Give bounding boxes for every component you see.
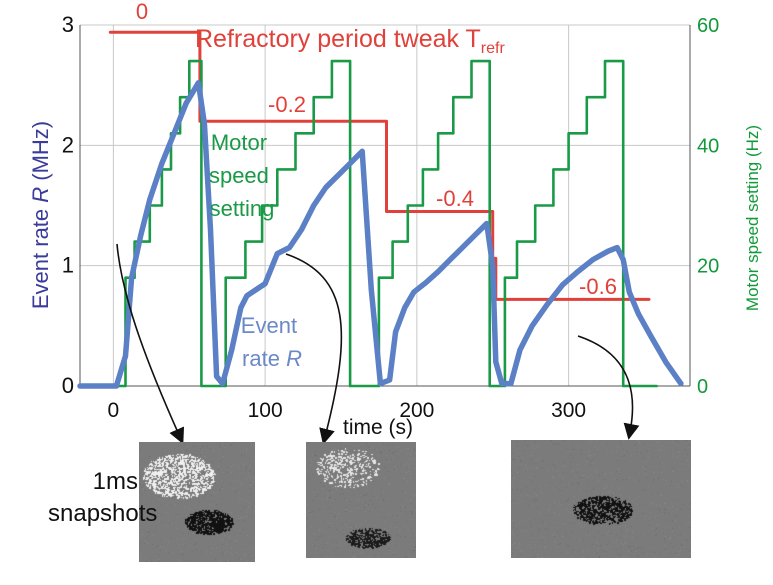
arrow-to-snapshot-2: [285, 253, 343, 445]
y-right-tick-3: 60: [697, 15, 719, 37]
y-left-tick-3: 3: [62, 12, 74, 37]
snapshot-3: [511, 440, 691, 558]
y-left-label-var: R: [28, 187, 53, 203]
arrow-to-snapshot-3: [577, 335, 640, 440]
y-left-label-suffix: (MHz): [28, 121, 53, 187]
x-tick-1: 100: [248, 399, 283, 422]
y-axis-right-label: Motor speed setting (Hz): [743, 125, 762, 311]
axes: [79, 25, 691, 387]
series-2: [77, 80, 684, 389]
series-1: [104, 59, 658, 388]
series-group: [77, 30, 684, 389]
motor-speed-line-3: setting: [210, 196, 275, 221]
y-right-tick-2: 40: [697, 135, 719, 157]
y-left-tick-2: 2: [62, 132, 74, 157]
event-rate-line-1: Event: [241, 313, 297, 338]
event-rate-line-2: rate R: [242, 346, 302, 371]
arrow-to-snapshot-1: [116, 243, 185, 445]
refr-title-main: Refractory period tweak T: [195, 25, 481, 53]
snapshot-arrows: [116, 243, 640, 445]
y-right-tick-1: 20: [697, 256, 719, 278]
y-left-label-prefix: Event rate: [28, 203, 53, 309]
snapshot-3-canvas: [511, 440, 691, 558]
motor-speed-line-2: speed: [209, 163, 269, 188]
right-tick-labels: 0 20 40 60: [697, 15, 719, 398]
x-tick-labels: 0 100 200 300: [108, 399, 587, 422]
event-rate-annotation: Event rate R: [241, 313, 303, 371]
refr-label-0: 0: [136, 0, 148, 24]
refr-label-minus-0.6: -0.6: [579, 274, 617, 299]
refr-label-minus-0.2: -0.2: [268, 92, 306, 117]
motor-speed-line-1: Motor: [211, 130, 267, 155]
snapshot-1: [139, 442, 255, 562]
snapshot-caption-line-1: 1ms: [92, 468, 138, 495]
refr-title: Refractory period tweak Trefr: [195, 25, 505, 57]
y-left-tick-1: 1: [62, 253, 74, 278]
y-right-tick-0: 0: [697, 376, 708, 398]
y-left-tick-0: 0: [62, 373, 74, 398]
y-axis-left-label: Event rate R (MHz): [28, 121, 53, 309]
snapshot-1-canvas: [139, 442, 255, 562]
event-rate-line-2-text: rate: [242, 346, 286, 371]
refr-label-minus-0.4: -0.4: [436, 186, 474, 211]
annotations: 0 Refractory period tweak Trefr -0.2 -0.…: [136, 0, 617, 371]
left-tick-labels: 0 1 2 3: [62, 12, 74, 398]
snapshot-2: [306, 442, 416, 558]
motor-speed-annotation: Motor speed setting: [209, 130, 275, 221]
x-tick-2: 200: [399, 399, 434, 422]
snapshot-2-canvas: [306, 442, 416, 558]
x-tick-0: 0: [108, 399, 120, 422]
snapshot-caption-line-2: snapshots: [48, 500, 158, 527]
event-rate-line-2-var: R: [286, 346, 302, 371]
x-axis-label: time (s): [343, 416, 413, 439]
refr-title-sub: refr: [481, 40, 506, 57]
snapshot-caption: 1ms snapshots: [48, 466, 158, 530]
x-tick-3: 300: [551, 399, 586, 422]
